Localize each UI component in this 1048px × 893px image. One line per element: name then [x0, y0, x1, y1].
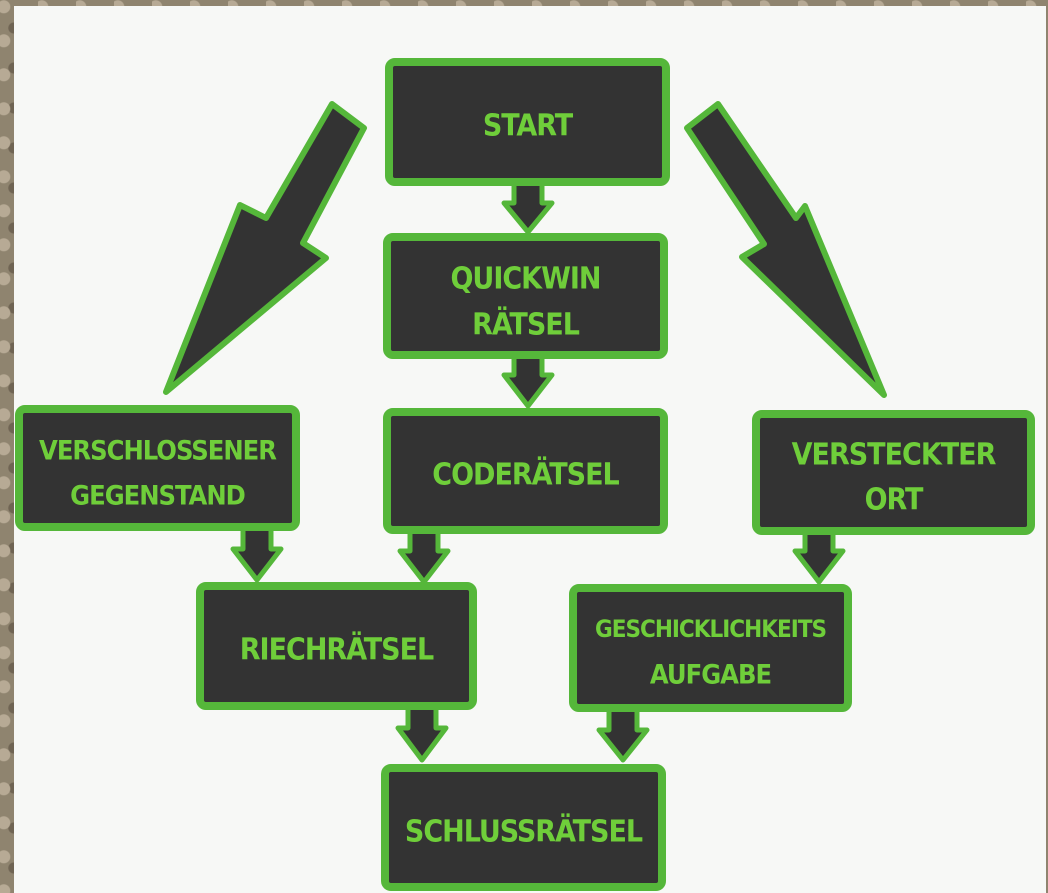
node-start: START: [385, 58, 670, 186]
arrow-geschick-to-schluss: [596, 706, 650, 763]
node-verschlossener-gegenstand: VERSCHLOSSENER GEGENSTAND: [15, 405, 300, 531]
node-coderaetsel: CODERÄTSEL: [383, 408, 668, 534]
node-quickwin: QUICKWIN RÄTSEL: [383, 233, 668, 359]
node-geschicklichkeit-label-line2: AUFGABE: [650, 660, 771, 691]
node-quickwin-label-line2: RÄTSEL: [472, 307, 580, 343]
lightning-arrow-right: [684, 101, 887, 398]
node-geschicklichkeit-label-line1: GESCHICKLICHKEITS: [595, 615, 826, 643]
node-versteckter-label-line1: VERSTECKTER: [792, 438, 997, 473]
arrow-start-to-quickwin: [501, 179, 555, 235]
node-riechraetsel-label: RIECHRÄTSEL: [240, 632, 434, 668]
node-schlussraetsel: SCHLUSSRÄTSEL: [381, 764, 666, 891]
node-schlussraetsel-label: SCHLUSSRÄTSEL: [405, 814, 643, 850]
node-versteckter-ort: VERSTECKTER ORT: [752, 410, 1035, 535]
node-riechraetsel: RIECHRÄTSEL: [196, 582, 477, 710]
node-versteckter-label-line2: ORT: [865, 483, 924, 518]
node-start-label: START: [483, 109, 574, 144]
node-coderaetsel-label: CODERÄTSEL: [432, 457, 619, 493]
node-quickwin-label-line1: QUICKWIN: [450, 262, 600, 297]
arrow-quickwin-to-code: [501, 352, 555, 409]
arrow-riech-to-schluss: [395, 704, 449, 763]
node-verschlossener-label-line1: VERSCHLOSSENER: [39, 436, 277, 467]
lightning-arrow-left: [163, 101, 367, 395]
arrow-verschlossener-to-riech: [230, 525, 284, 583]
node-geschicklichkeitsaufgabe: GESCHICKLICHKEITS AUFGABE: [569, 584, 852, 712]
arrow-code-to-riech: [397, 528, 451, 585]
arrow-versteckter-to-geschick: [792, 528, 846, 585]
node-verschlossener-label-line2: GEGENSTAND: [70, 481, 245, 512]
